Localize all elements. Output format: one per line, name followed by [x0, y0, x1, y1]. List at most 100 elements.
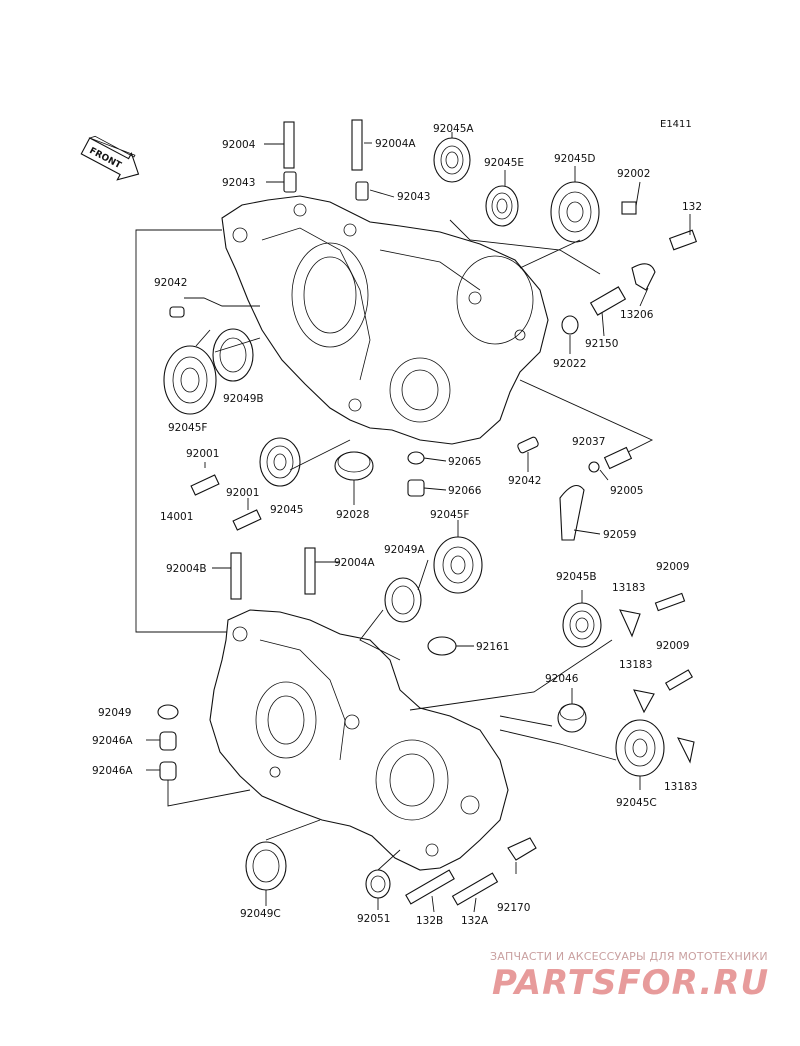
bearing-92045F-left-icon	[163, 345, 217, 415]
clamp-92170-icon	[507, 837, 537, 861]
bearing-92045A-icon	[433, 137, 471, 183]
watermark-caption: ЗАПЧАСТИ И АКСЕССУАРЫ ДЛЯ МОТОТЕХНИКИ	[490, 950, 768, 963]
label-92170: 92170	[497, 902, 530, 914]
washer-92022-icon	[561, 315, 579, 335]
label-92066: 92066	[448, 485, 482, 497]
bolt-132A-icon	[451, 872, 499, 906]
label-92045C: 92045C	[616, 797, 657, 809]
bearing-92045C-icon	[615, 719, 665, 777]
pin-92042-top-icon	[169, 306, 185, 318]
bolt-132-icon	[668, 229, 698, 251]
label-92004A-top: 92004A	[375, 138, 416, 150]
label-92042-mid: 92042	[508, 475, 541, 487]
label-92004-top: 92004	[222, 139, 256, 151]
label-92002: 92002	[617, 168, 650, 180]
washer-92065-icon	[407, 451, 425, 465]
bearing-92046A-a-icon	[159, 731, 177, 751]
label-92045B: 92045B	[556, 571, 597, 583]
label-92001-a: 92001	[186, 448, 219, 460]
label-92161: 92161	[476, 641, 509, 653]
label-92051: 92051	[357, 913, 390, 925]
plate-13183-a-icon	[619, 609, 641, 638]
plug-92161-icon	[427, 636, 457, 656]
label-13183-a: 13183	[612, 582, 645, 594]
bearing-92046-icon	[557, 703, 587, 733]
bearing-92045E-icon	[485, 185, 519, 227]
label-13206: 13206	[620, 309, 654, 321]
stud-92004-top-icon	[283, 121, 297, 193]
label-92009-a: 92009	[656, 561, 689, 573]
label-92049C: 92049C	[240, 908, 281, 920]
label-92001-b: 92001	[226, 487, 259, 499]
watermark-logo: PARTSFOR.RU	[492, 963, 770, 1003]
seal-92051-icon	[365, 869, 391, 899]
label-92046: 92046	[545, 673, 579, 685]
label-92049B: 92049B	[223, 393, 264, 405]
label-92049: 92049	[98, 707, 131, 719]
plate-13183-c-icon	[676, 737, 695, 764]
label-92045A: 92045A	[433, 123, 474, 135]
plate-13183-b-icon	[633, 689, 655, 714]
label-92043-right: 92043	[397, 191, 430, 203]
label-92150: 92150	[585, 338, 618, 350]
pin-92042-mid-icon	[517, 436, 539, 454]
label-92037: 92037	[572, 436, 605, 448]
seal-92049A-icon	[384, 577, 422, 623]
part-labels: 92004 92004A 92045A 92043 92043 92045E 9…	[92, 123, 702, 927]
label-92004B: 92004B	[166, 563, 207, 575]
upper-crankcase	[221, 195, 549, 445]
label-92043-left: 92043	[222, 177, 255, 189]
label-92045F-mid: 92045F	[430, 509, 469, 521]
label-13183-b: 13183	[619, 659, 652, 671]
label-13183-c: 13183	[664, 781, 697, 793]
oring-92037-icon	[588, 461, 600, 473]
bearing-92045F-mid-icon	[433, 536, 483, 594]
label-92045D: 92045D	[554, 153, 596, 165]
label-132: 132	[682, 201, 702, 213]
label-92049A: 92049A	[384, 544, 425, 556]
label-92005: 92005	[610, 485, 643, 497]
leader-lines	[146, 132, 691, 913]
diagram-code: E1411	[660, 119, 692, 130]
seal-92049C-icon	[245, 841, 287, 891]
crankcase-bracket	[135, 229, 228, 633]
label-92059: 92059	[603, 529, 636, 541]
bolt-92009-a-icon	[654, 592, 686, 612]
hose-92059-icon	[559, 484, 585, 541]
label-92009-b: 92009	[656, 640, 689, 652]
bolt-92001-b-icon	[232, 509, 262, 531]
label-132B: 132B	[416, 915, 443, 927]
label-92042-top: 92042	[154, 277, 187, 289]
label-92046A-b: 92046A	[92, 765, 133, 777]
collar-92049-icon	[157, 704, 179, 720]
label-132A: 132A	[461, 915, 489, 927]
label-92022: 92022	[553, 358, 586, 370]
bearing-92045-icon	[259, 437, 301, 487]
fitting-92150-icon	[589, 286, 627, 316]
label-92045E: 92045E	[484, 157, 524, 169]
label-14001: 14001	[160, 511, 193, 523]
stud-92004A-mid-icon	[304, 547, 316, 595]
label-92045F-left: 92045F	[168, 422, 207, 434]
label-92046A-a: 92046A	[92, 735, 133, 747]
front-arrow-icon: FRONT	[80, 135, 140, 181]
label-92065: 92065	[448, 456, 481, 468]
bearing-92046A-b-icon	[159, 761, 177, 781]
label-92004A-mid: 92004A	[334, 557, 375, 569]
bolt-92002-icon	[621, 201, 637, 215]
bolt-132B-icon	[405, 869, 455, 905]
bushing-92028-icon	[334, 451, 374, 481]
bearing-92045D-icon	[550, 181, 600, 243]
label-92045: 92045	[270, 504, 303, 516]
fitting-13206-icon	[631, 263, 656, 291]
bolt-92009-b-icon	[664, 669, 694, 691]
seal-92049B-icon	[212, 328, 254, 382]
plug-92066-icon	[407, 479, 425, 497]
lower-crankcase	[209, 609, 509, 871]
stud-92004B-icon	[230, 552, 242, 600]
bearing-92045B-icon	[562, 602, 602, 648]
stud-92004A-top-icon	[351, 119, 369, 201]
label-92028: 92028	[336, 509, 369, 521]
